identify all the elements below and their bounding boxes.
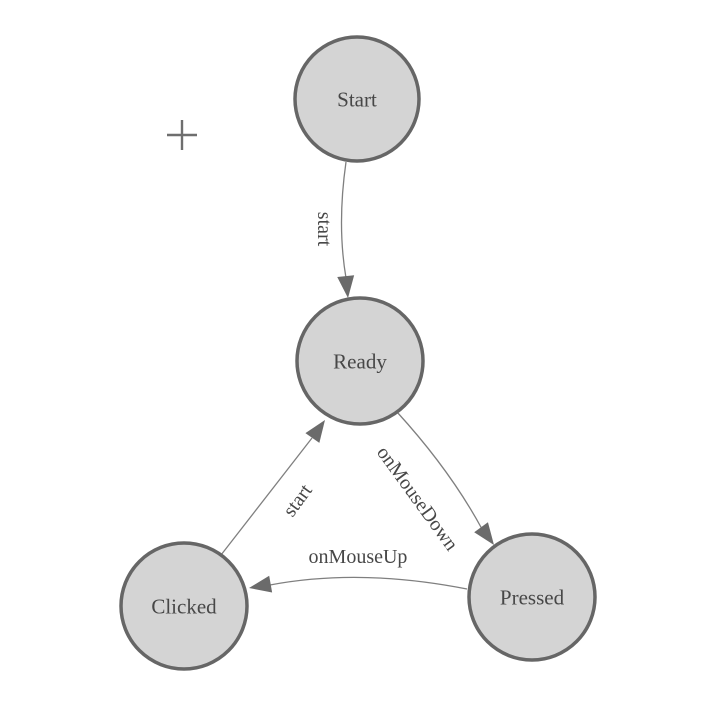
edge-label-onmousedown: onMouseDown [372,442,462,555]
node-ready[interactable]: Ready [295,296,425,426]
node-clicked[interactable]: Clicked [119,541,249,671]
edge-clicked-to-ready[interactable]: start [220,415,332,556]
arrowhead-icon [249,575,273,593]
edge-pressed-to-clicked[interactable]: onMouseUp [248,544,468,596]
state-circle[interactable] [293,35,421,163]
plus-cross-icon [167,120,197,150]
state-circle[interactable] [295,296,425,426]
arrowhead-icon [305,420,325,443]
edge-line[interactable] [220,437,313,556]
node-start[interactable]: Start [293,35,421,163]
edge-ready-to-pressed[interactable]: onMouseDown [370,411,501,557]
edge-label-start-2: start [279,480,317,521]
edge-label-onmouseup: onMouseUp [309,546,408,568]
node-label: Pressed [500,585,565,609]
edge-line[interactable] [340,161,347,279]
node-pressed[interactable]: Pressed [467,532,597,662]
state-circle[interactable] [467,532,597,662]
edge-start-to-ready[interactable]: start [311,161,356,299]
node-label: Clicked [151,594,217,618]
node-label: Start [337,87,377,111]
arrowhead-icon [474,522,494,545]
arrowhead-icon [337,275,355,298]
edge-line[interactable] [396,411,483,530]
node-label: Ready [333,349,387,373]
edge-line[interactable] [269,576,468,590]
state-circle[interactable] [119,541,249,671]
edge-label-start-1: start [313,212,335,247]
